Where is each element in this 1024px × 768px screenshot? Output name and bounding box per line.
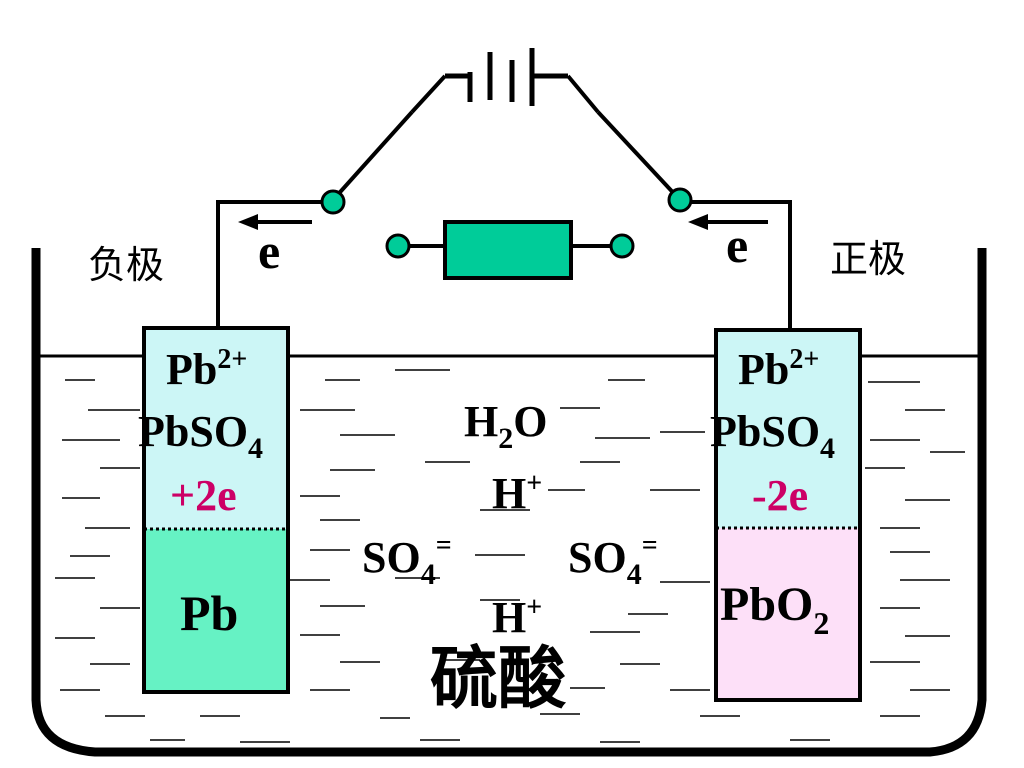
electron-label-right: e bbox=[726, 217, 748, 273]
water-label: H2O bbox=[464, 397, 547, 455]
left-electron-count: +2e bbox=[170, 471, 237, 520]
left-pb-ion: Pb2+ bbox=[166, 344, 247, 394]
circuit-wires bbox=[216, 74, 792, 330]
left-terminal bbox=[320, 189, 346, 215]
right-pb-ion: Pb2+ bbox=[738, 344, 819, 394]
electron-label-left: e bbox=[258, 223, 280, 279]
sulfate-ion-right: SO4= bbox=[568, 530, 658, 591]
positive-electrode-upper bbox=[716, 330, 860, 528]
resistor-load bbox=[385, 220, 635, 280]
negative-electrode bbox=[142, 326, 290, 694]
left-lead-sulfate: PbSO4 bbox=[138, 407, 263, 465]
left-metal-pb: Pb bbox=[180, 585, 238, 641]
electrolyte-label: 硫酸 bbox=[430, 639, 567, 719]
positive-electrode-label: 正极 bbox=[830, 237, 906, 281]
hydrogen-ion-top: H+ bbox=[492, 468, 542, 518]
negative-electrode-lead bbox=[144, 529, 288, 692]
beaker-container bbox=[31, 248, 987, 757]
negative-electrode-label: 负极 bbox=[88, 243, 164, 287]
electron-arrow-left bbox=[238, 214, 312, 230]
right-lead-sulfate: PbSO4 bbox=[710, 407, 835, 465]
battery-symbol bbox=[445, 48, 568, 106]
right-terminal bbox=[667, 187, 693, 213]
sulfate-ion-left: SO4= bbox=[362, 530, 452, 591]
liquid-hatching bbox=[55, 369, 965, 743]
negative-electrode-upper bbox=[144, 328, 288, 529]
electron-arrow-right bbox=[688, 214, 768, 230]
positive-electrode bbox=[714, 328, 862, 702]
right-metal-pbo2: PbO2 bbox=[720, 578, 829, 641]
right-electron-count: -2e bbox=[752, 471, 808, 520]
hydrogen-ion-bottom: H+ bbox=[492, 592, 542, 642]
positive-electrode-dioxide bbox=[716, 528, 860, 700]
